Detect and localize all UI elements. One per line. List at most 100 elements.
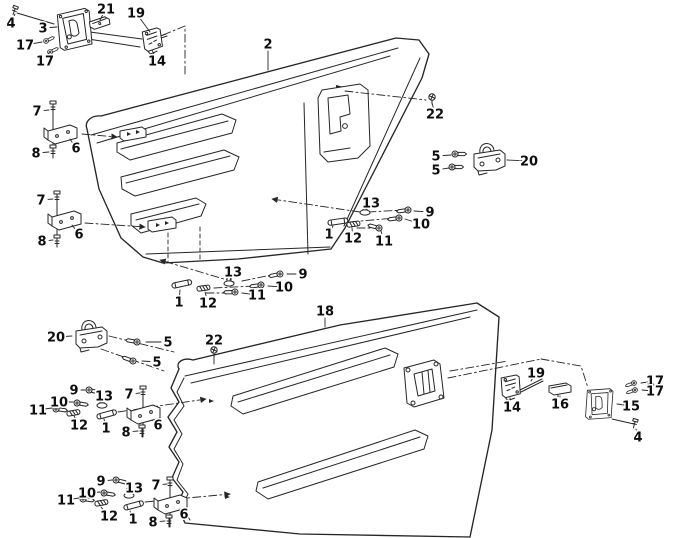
callout-leader-10 bbox=[267, 285, 278, 288]
part-callout-11-bushing: 11 bbox=[248, 289, 266, 304]
callout-leader-15 bbox=[616, 403, 625, 406]
callout-leader-10 bbox=[404, 218, 415, 223]
part-callout-10-bushing: 10 bbox=[275, 281, 293, 296]
part-callout-12-spring: 12 bbox=[344, 232, 362, 247]
part-callout-9-screw: 9 bbox=[69, 384, 78, 399]
spring-12-c2 bbox=[196, 284, 211, 292]
callout-leader-11 bbox=[72, 497, 80, 500]
part-callout-17-screw: 17 bbox=[646, 385, 664, 400]
callout-leader-10 bbox=[93, 491, 101, 493]
part-callout-17-screw: 17 bbox=[16, 39, 34, 54]
callout-leader-6 bbox=[151, 419, 154, 421]
part-callout-10-bushing: 10 bbox=[50, 396, 68, 411]
part-callout-5-screw: 5 bbox=[431, 164, 440, 179]
part-callout-7-bolt: 7 bbox=[32, 105, 41, 120]
part-callout-4-bolt: 4 bbox=[6, 17, 15, 32]
part-callout-20-door-latch: 20 bbox=[520, 155, 538, 170]
screw-17-d bbox=[625, 386, 639, 396]
part-callout-13-pivot-bushing: 13 bbox=[362, 197, 380, 212]
callout-leader-8 bbox=[42, 151, 50, 153]
callout-leader-17 bbox=[31, 41, 43, 45]
callout-leader-5 bbox=[442, 167, 450, 170]
upper-door-hinge-pad-top bbox=[119, 126, 147, 142]
screw-5-d bbox=[120, 353, 138, 366]
callout-leader-11 bbox=[380, 230, 383, 235]
lower-door-hinge-pad-top bbox=[209, 399, 214, 403]
bolt-4-top bbox=[10, 4, 19, 16]
hinge-pin-1-c3 bbox=[95, 408, 118, 421]
part-callout-22-bolt: 22 bbox=[205, 334, 223, 349]
part-callout-14-latch-striker: 14 bbox=[148, 55, 166, 70]
callout-leader-6 bbox=[69, 138, 73, 143]
part-callout-19-rod: 19 bbox=[127, 7, 145, 22]
callout-leader-21 bbox=[99, 14, 104, 21]
part-callout-19-rod: 19 bbox=[527, 367, 545, 382]
callout-leader-1 bbox=[129, 510, 131, 513]
latch-plate-3 bbox=[56, 7, 93, 52]
part-callout-8-bolt: 8 bbox=[31, 147, 40, 162]
callout-leader-14 bbox=[509, 397, 511, 401]
part-callout-17-screw: 17 bbox=[646, 375, 664, 390]
part-callout-20-door-latch: 20 bbox=[47, 331, 65, 346]
hardware-parts bbox=[10, 4, 639, 528]
callout-leader-13 bbox=[365, 207, 367, 210]
part-callout-11-bushing: 11 bbox=[375, 235, 393, 250]
callout-leader-13 bbox=[229, 278, 231, 281]
part-callout-8-bolt: 8 bbox=[148, 516, 157, 531]
part-callout-14-latch-striker: 14 bbox=[503, 401, 521, 416]
callout-leader-5 bbox=[442, 154, 452, 156]
bolt-7-d bbox=[166, 476, 174, 490]
door-latch-20-top bbox=[473, 143, 506, 176]
callout-leader-14 bbox=[151, 49, 155, 56]
part-callout-11-bushing: 11 bbox=[57, 494, 75, 509]
part-callout-6-hinge-bracket: 6 bbox=[74, 228, 83, 243]
screw-9-c2 bbox=[267, 269, 285, 280]
part-callout-22-bolt: 22 bbox=[426, 108, 444, 123]
latch-plate-15 bbox=[584, 386, 614, 422]
callout-leader-19 bbox=[139, 18, 151, 33]
bushing-11-c1 bbox=[366, 221, 384, 233]
part-callout-8-bolt: 8 bbox=[37, 235, 46, 250]
part-callout-12-spring: 12 bbox=[70, 419, 88, 434]
callout-leader-19 bbox=[530, 378, 533, 382]
bolt-7-c bbox=[139, 385, 147, 399]
part-callout-18-door-panel-lower: 18 bbox=[316, 305, 334, 320]
upper-door-panel bbox=[85, 37, 430, 264]
bolt-4-bottom bbox=[630, 417, 639, 429]
part-callout-9-screw: 9 bbox=[96, 475, 105, 490]
part-callout-9-screw: 9 bbox=[425, 206, 434, 221]
part-callout-1-hinge-pin: 1 bbox=[174, 296, 183, 311]
part-callout-7-bolt: 7 bbox=[36, 194, 45, 209]
lower-door-panel bbox=[167, 302, 500, 538]
spring-12-c4 bbox=[94, 498, 109, 507]
hinge-pin-1-c2 bbox=[170, 278, 193, 290]
upper-door-hinge-pad-bottom bbox=[147, 216, 177, 233]
part-callout-6-hinge-bracket: 6 bbox=[71, 142, 80, 157]
part-callout-2-door-panel-upper: 2 bbox=[263, 38, 272, 53]
callout-leader-9 bbox=[413, 210, 424, 213]
part-callout-7-bolt: 7 bbox=[151, 479, 160, 494]
part-callout-12-spring: 12 bbox=[100, 510, 118, 525]
bolt-8-b bbox=[53, 234, 61, 248]
part-callout-1-hinge-pin: 1 bbox=[101, 422, 110, 437]
bolt-7-b bbox=[53, 190, 61, 204]
callout-leader-20 bbox=[506, 159, 523, 162]
bolt-7-a bbox=[49, 100, 57, 114]
part-callout-10-bushing: 10 bbox=[78, 487, 96, 502]
callout-leader-12 bbox=[204, 291, 207, 297]
callout-leader-3 bbox=[49, 26, 58, 28]
bushing-10-c4 bbox=[100, 489, 117, 499]
callout-leader-1 bbox=[103, 418, 105, 422]
part-callout-1-hinge-pin: 1 bbox=[324, 228, 333, 243]
part-callout-13-pivot-bushing: 13 bbox=[224, 266, 242, 281]
upper-door-latch-recess bbox=[317, 83, 371, 163]
bushing-10-c1 bbox=[386, 214, 403, 224]
callout-leader-20 bbox=[62, 335, 73, 338]
bolt-8-a bbox=[49, 144, 57, 158]
part-callout-4-bolt: 4 bbox=[633, 431, 642, 446]
part-callout-21-striker-bracket: 21 bbox=[97, 3, 115, 18]
screw-5-b bbox=[448, 163, 464, 171]
part-callout-12-spring: 12 bbox=[199, 297, 217, 312]
part-callout-11-bushing: 11 bbox=[29, 404, 47, 419]
